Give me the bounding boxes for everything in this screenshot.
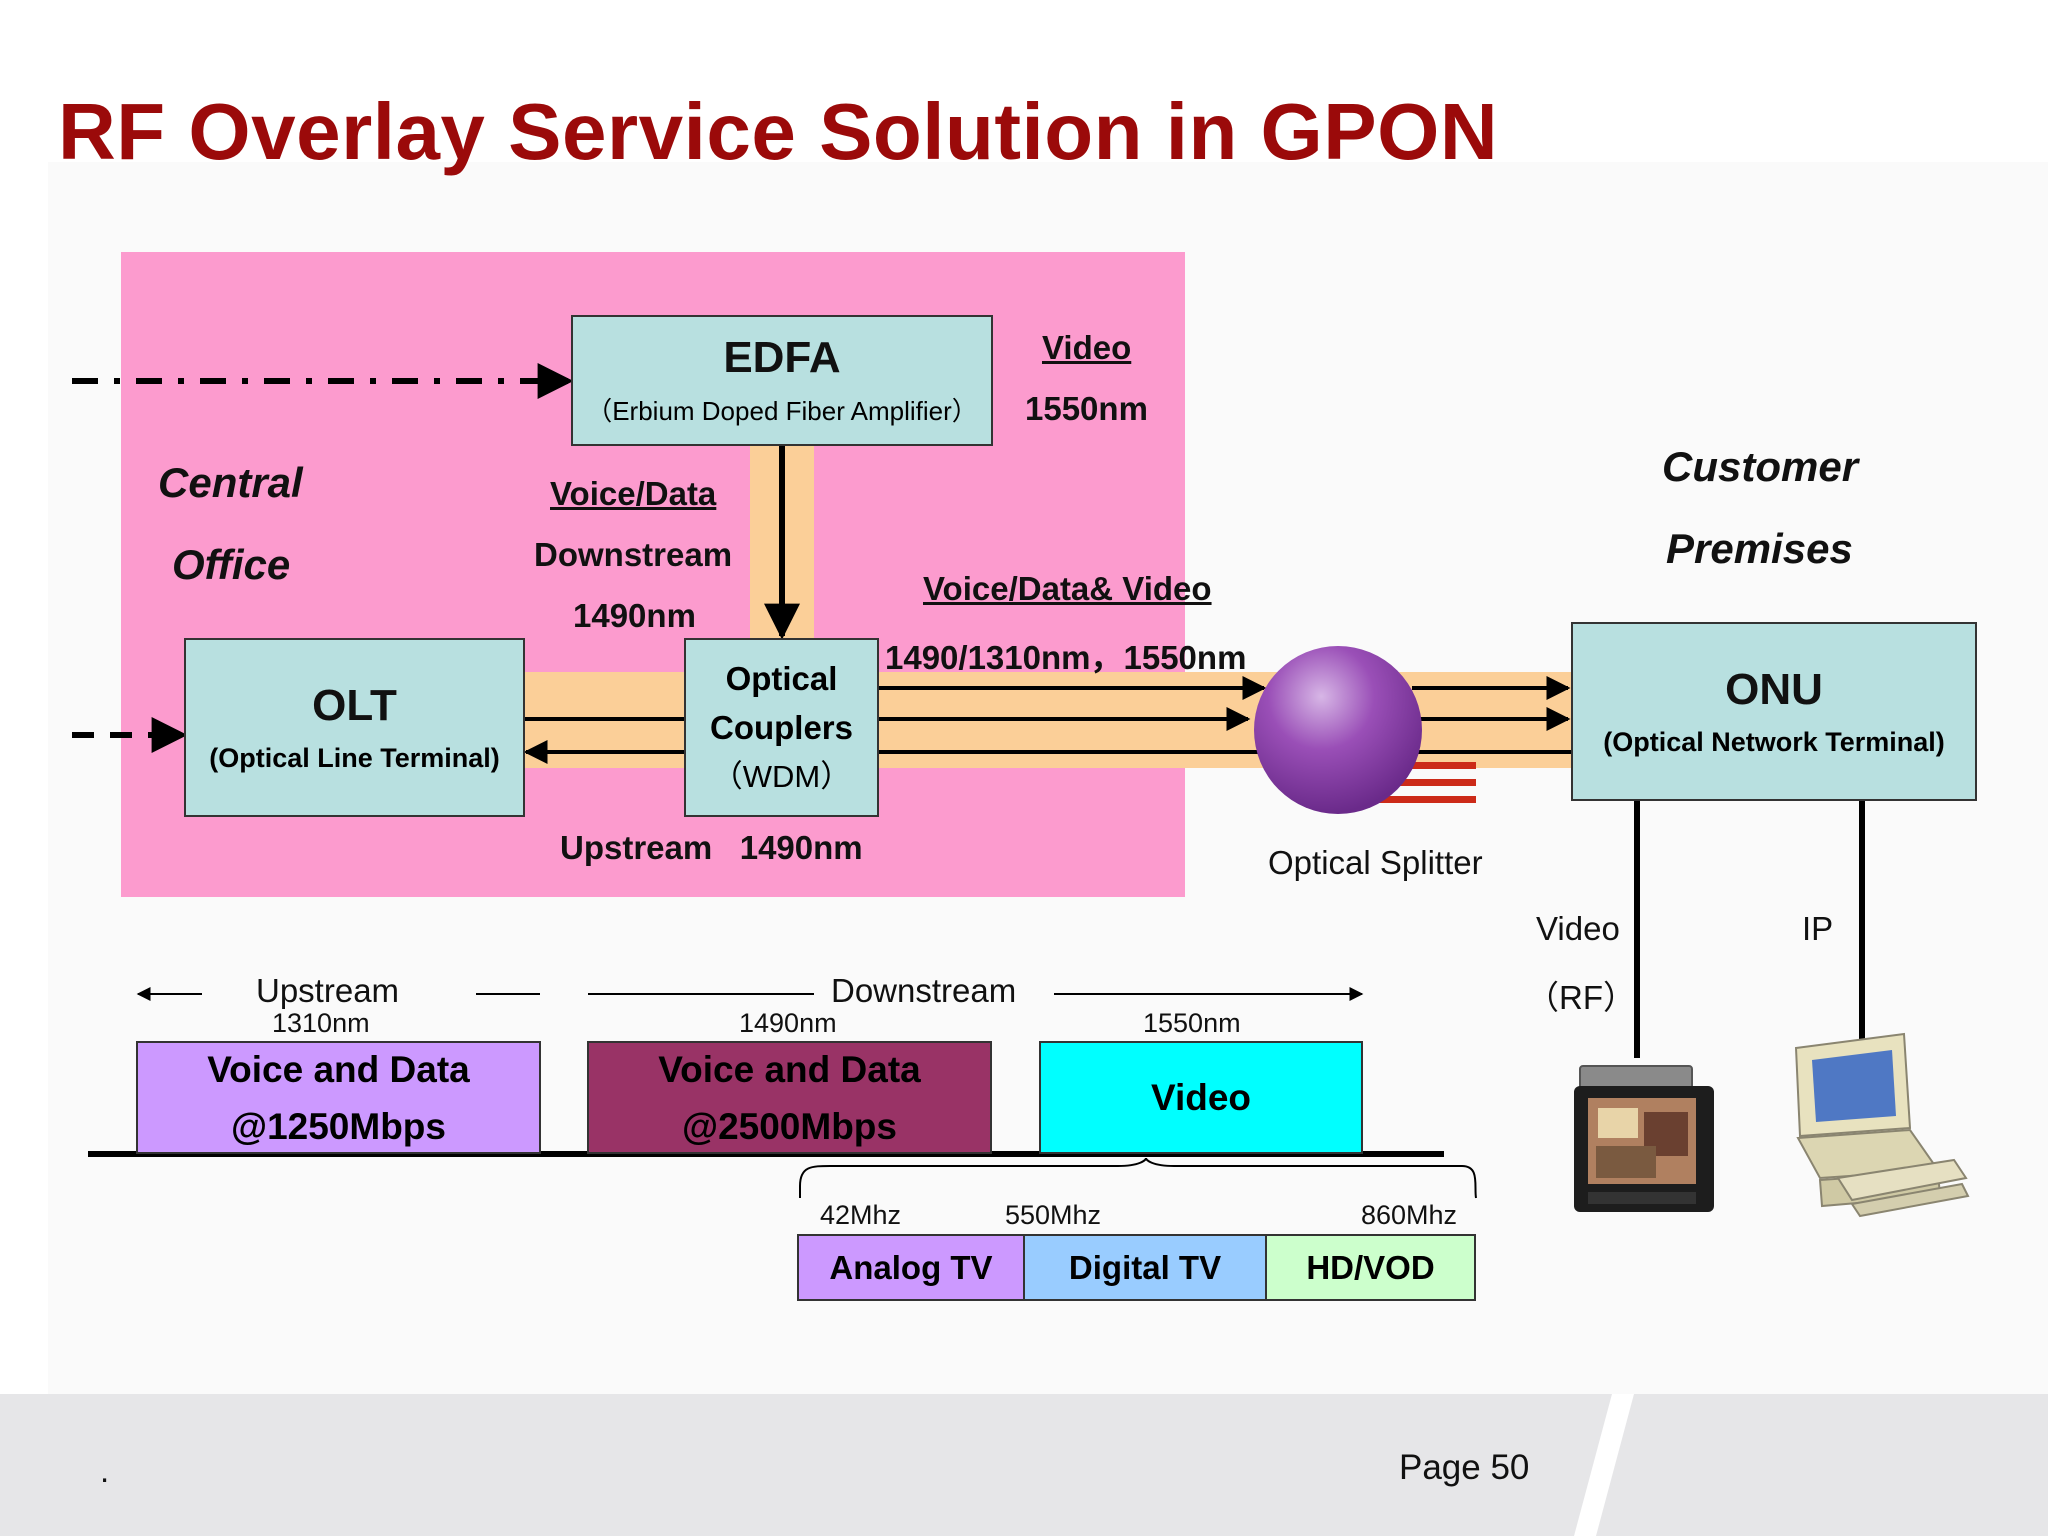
- olt-subtitle: (Optical Line Terminal): [209, 743, 500, 773]
- band-1-line-2: @1250Mbps: [231, 1105, 446, 1147]
- footer-bar: [0, 1394, 2048, 1536]
- video-label: Video: [1042, 329, 1132, 366]
- ip-port-label: IP: [1802, 910, 1834, 947]
- spectrum-downstream-label: Downstream: [831, 972, 1017, 1009]
- customer-premises-label-1: Customer: [1662, 443, 1859, 490]
- olt-title: OLT: [312, 681, 397, 730]
- voice-data-label: Voice/Data: [550, 475, 717, 512]
- main-fiber-band: [524, 672, 1574, 768]
- rf-band-hd-vod: HD/VOD: [1265, 1234, 1476, 1301]
- rf-band-analog-tv: Analog TV: [797, 1234, 1025, 1301]
- optical-splitter-label: Optical Splitter: [1268, 844, 1483, 881]
- band-2-line-2: @2500Mbps: [682, 1105, 897, 1147]
- edfa-subtitle: （Erbium Doped Fiber Amplifier）: [586, 396, 978, 426]
- page-number: Page 50: [1399, 1448, 1530, 1487]
- band-1490-wavelength: 1490nm: [739, 1008, 837, 1038]
- onu-subtitle: (Optical Network Terminal): [1603, 727, 1945, 757]
- downstream-label: Downstream: [534, 536, 733, 573]
- central-office-label-1: Central: [158, 459, 303, 506]
- combined-signal-label: Voice/Data& Video: [923, 570, 1212, 607]
- footer-dot: .: [100, 1452, 110, 1489]
- central-office-label-2: Office: [172, 541, 291, 588]
- band-1310-wavelength: 1310nm: [272, 1008, 370, 1038]
- freq-550mhz: 550Mhz: [1005, 1200, 1102, 1230]
- spectrum-upstream-label: Upstream: [256, 972, 400, 1009]
- edfa-box: EDFA （Erbium Doped Fiber Amplifier）: [571, 315, 993, 446]
- band-2-line-1: Voice and Data: [658, 1048, 921, 1090]
- band-video: Video: [1039, 1041, 1363, 1154]
- video-port-label: Video: [1536, 910, 1620, 947]
- optical-couplers-box: Optical Couplers （WDM）: [684, 638, 879, 817]
- band-1-line-1: Voice and Data: [207, 1048, 470, 1090]
- olt-box: OLT (Optical Line Terminal): [184, 638, 525, 817]
- couplers-line-3: （WDM）: [711, 759, 852, 794]
- downstream-wavelength: 1490nm: [573, 597, 696, 634]
- freq-860mhz: 860Mhz: [1361, 1200, 1458, 1230]
- upstream-label: Upstream 1490nm: [560, 829, 863, 866]
- rf-port-label: （RF）: [1526, 979, 1636, 1016]
- band-downstream-voice-data: Voice and Data @2500Mbps: [587, 1041, 992, 1154]
- freq-42mhz: 42Mhz: [820, 1200, 902, 1230]
- rf-band-digital-tv: Digital TV: [1023, 1234, 1267, 1301]
- onu-title: ONU: [1725, 665, 1823, 714]
- couplers-line-2: Couplers: [709, 709, 854, 746]
- customer-premises-label-2: Premises: [1666, 525, 1853, 572]
- band-upstream-voice-data: Voice and Data @1250Mbps: [136, 1041, 541, 1154]
- combined-wavelengths: 1490/1310nm，1550nm: [885, 639, 1247, 676]
- band-1550-wavelength: 1550nm: [1143, 1008, 1241, 1038]
- video-wavelength: 1550nm: [1025, 390, 1148, 427]
- edfa-title: EDFA: [723, 333, 841, 382]
- couplers-line-1: Optical: [725, 660, 838, 697]
- slide-title: RF Overlay Service Solution in GPON: [58, 87, 1499, 176]
- onu-box: ONU (Optical Network Terminal): [1571, 622, 1977, 801]
- band-3-line-1: Video: [1150, 1076, 1252, 1118]
